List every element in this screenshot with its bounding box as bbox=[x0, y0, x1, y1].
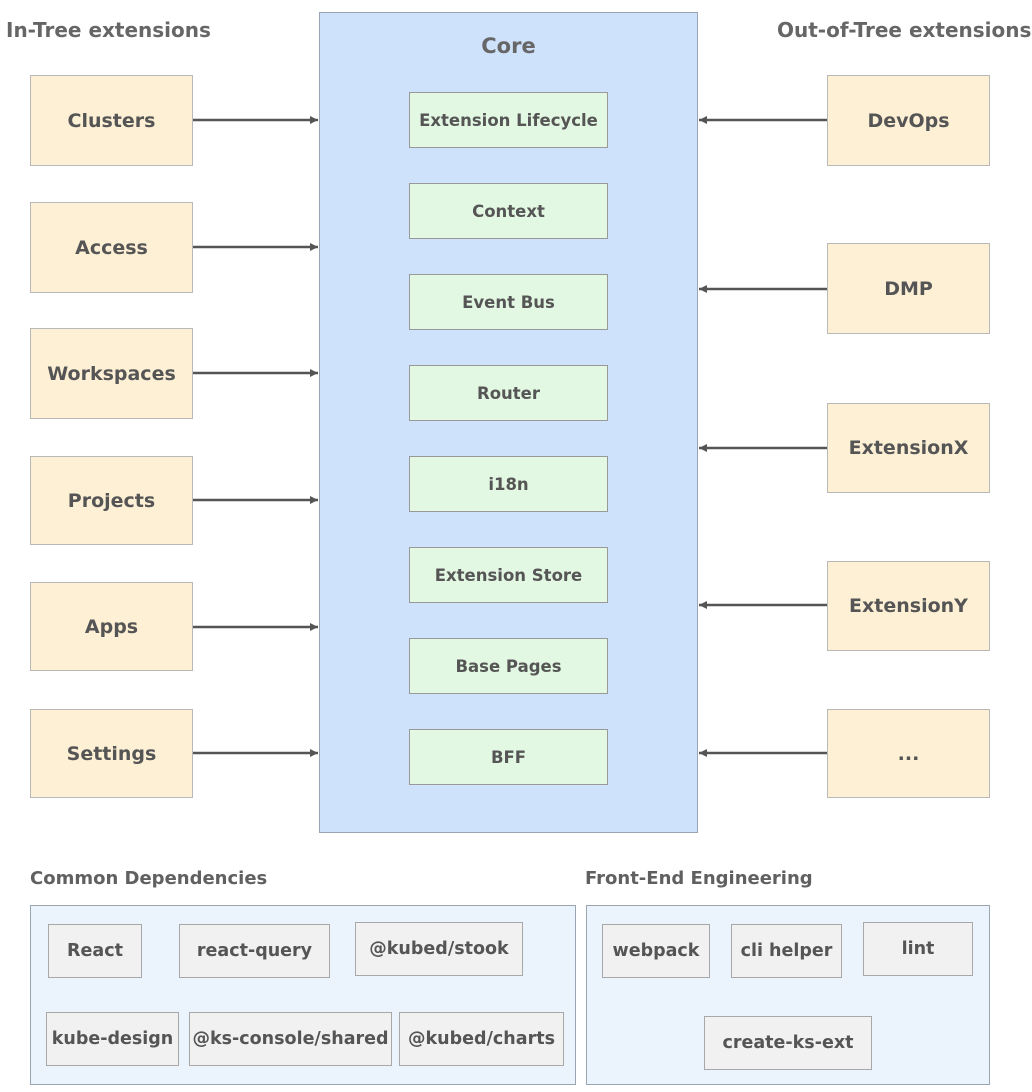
in-tree-access: Access bbox=[30, 202, 193, 293]
front-end-engineering-heading: Front-End Engineering bbox=[585, 868, 813, 889]
dep-react-query: react-query bbox=[179, 924, 330, 978]
core-container bbox=[319, 12, 698, 833]
in-tree-apps: Apps bbox=[30, 582, 193, 671]
in-tree-settings: Settings bbox=[30, 709, 193, 798]
out-of-tree-more: ... bbox=[827, 709, 990, 798]
dep-kubed-charts: @kubed/charts bbox=[399, 1012, 564, 1066]
in-tree-clusters: Clusters bbox=[30, 75, 193, 166]
core-title: Core bbox=[481, 34, 536, 58]
out-of-tree-extensionx: ExtensionX bbox=[827, 403, 990, 493]
module-i18n: i18n bbox=[409, 456, 608, 512]
module-bff: BFF bbox=[409, 729, 608, 785]
dep-kubed-stook: @kubed/stook bbox=[355, 922, 523, 976]
fe-webpack: webpack bbox=[602, 924, 710, 978]
out-of-tree-extensiony: ExtensionY bbox=[827, 561, 990, 651]
module-context: Context bbox=[409, 183, 608, 239]
fe-create-ks-ext: create-ks-ext bbox=[704, 1016, 872, 1070]
out-of-tree-heading: Out-of-Tree extensions bbox=[777, 18, 1032, 42]
module-router: Router bbox=[409, 365, 608, 421]
fe-lint: lint bbox=[863, 922, 973, 976]
fe-cli-helper: cli helper bbox=[731, 924, 842, 978]
dep-ks-console-shared: @ks-console/shared bbox=[189, 1012, 392, 1066]
common-dependencies-heading: Common Dependencies bbox=[30, 868, 268, 889]
module-extension-lifecycle: Extension Lifecycle bbox=[409, 92, 608, 148]
out-of-tree-devops: DevOps bbox=[827, 75, 990, 166]
dep-kube-design: kube-design bbox=[46, 1012, 179, 1066]
out-of-tree-dmp: DMP bbox=[827, 243, 990, 334]
in-tree-workspaces: Workspaces bbox=[30, 328, 193, 419]
module-base-pages: Base Pages bbox=[409, 638, 608, 694]
module-extension-store: Extension Store bbox=[409, 547, 608, 603]
dep-react: React bbox=[48, 924, 142, 978]
in-tree-projects: Projects bbox=[30, 456, 193, 545]
in-tree-heading: In-Tree extensions bbox=[6, 18, 211, 42]
module-event-bus: Event Bus bbox=[409, 274, 608, 330]
